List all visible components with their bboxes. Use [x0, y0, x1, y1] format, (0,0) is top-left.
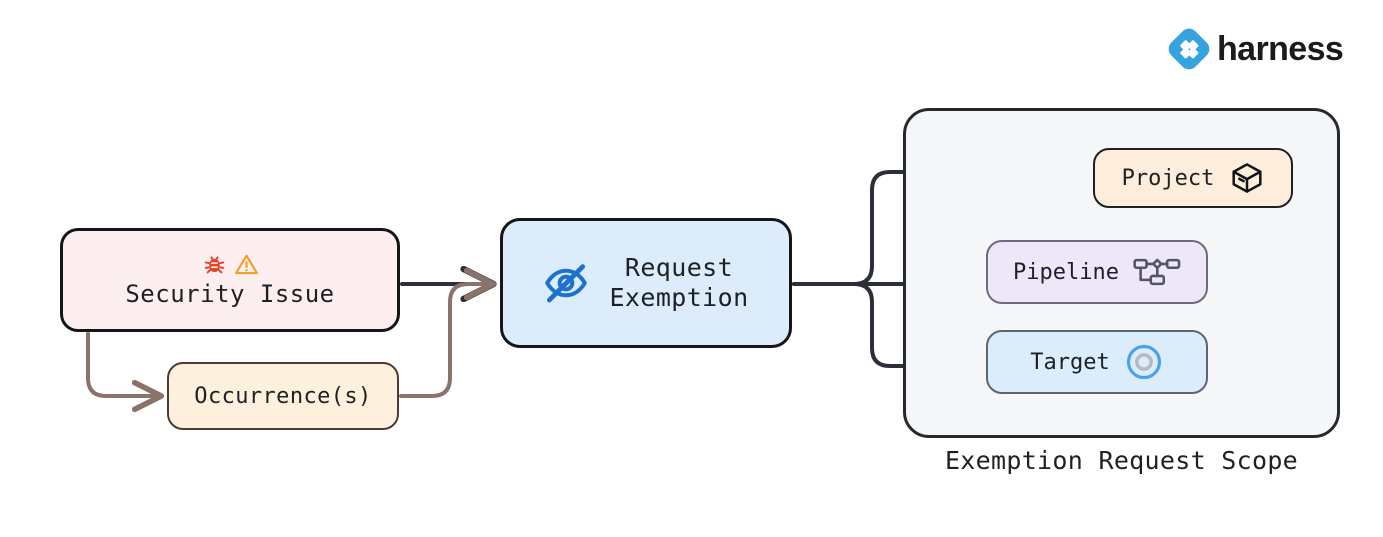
occurrences-label: Occurrence(s): [194, 383, 372, 409]
edge-occurrences-to-request-exemption: [399, 284, 492, 398]
node-scope-pipeline[interactable]: Pipeline: [986, 240, 1208, 304]
scope-caption: Exemption Request Scope: [944, 446, 1299, 475]
warning-triangle-icon: [234, 254, 258, 275]
node-scope-project[interactable]: Project: [1093, 148, 1293, 208]
request-exemption-label-line1: Request: [624, 252, 734, 282]
pipeline-nodes-icon: [1133, 255, 1181, 289]
bug-icon: [204, 256, 224, 274]
scope-project-label: Project: [1121, 165, 1215, 191]
cube-icon: [1230, 161, 1264, 195]
scope-pipeline-label: Pipeline: [1013, 259, 1119, 285]
security-issue-icons: [202, 252, 259, 277]
harness-logo: harness: [1168, 28, 1344, 70]
security-issue-label: Security Issue: [125, 280, 335, 308]
request-exemption-label-line2: Exemption: [609, 283, 749, 312]
harness-wordmark: harness: [1217, 30, 1344, 68]
scope-target-label: Target: [1030, 349, 1110, 375]
eye-off-icon: [543, 260, 589, 306]
node-occurrences[interactable]: Occurrence(s): [167, 362, 399, 430]
edge-security-issue-to-occurrences: [86, 332, 160, 396]
harness-diamond-logo-icon: [1168, 28, 1210, 70]
node-security-issue[interactable]: Security Issue: [60, 228, 400, 332]
node-scope-target[interactable]: Target: [986, 330, 1208, 394]
target-circle-icon: [1124, 342, 1164, 382]
